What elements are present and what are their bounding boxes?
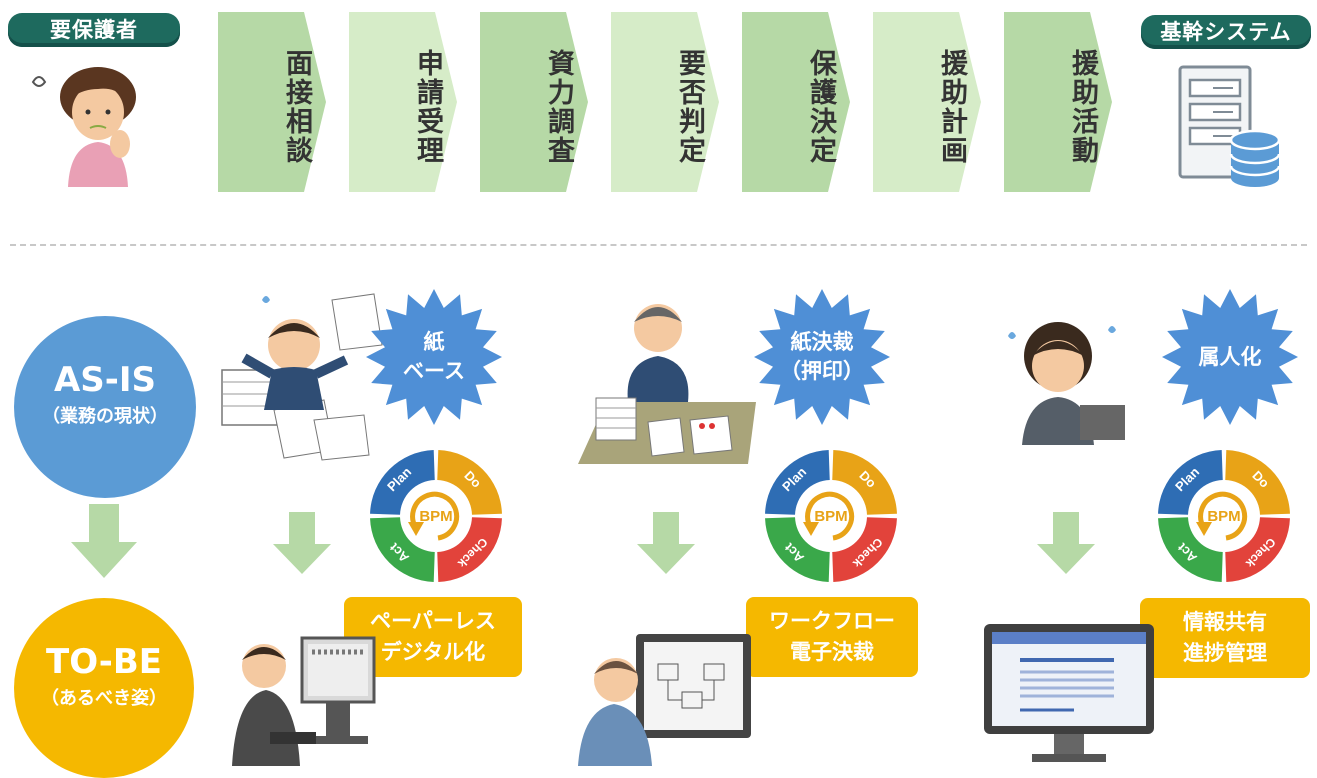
solution-box: 情報共有進捗管理: [1140, 598, 1310, 678]
to-be-title: TO-BE: [46, 642, 162, 682]
paper-chaos-worker-illustration: [221, 293, 383, 461]
stamping-officer-illustration: [578, 304, 756, 464]
to-be-subtitle: （あるべき姿）: [41, 688, 167, 709]
bpm-center-label: BPM: [814, 508, 847, 525]
bpm-segment: [1225, 517, 1290, 582]
bpm-segment: [832, 450, 897, 515]
bpm-segment: [437, 517, 502, 582]
bpm-segment: [832, 517, 897, 582]
problem-burst-icon: [754, 289, 890, 425]
bpm-center-label: BPM: [419, 508, 452, 525]
process-step-label: 保護決定: [805, 49, 836, 165]
process-step-chevron: [742, 12, 850, 192]
worried-person-illustration: [31, 67, 136, 187]
problem-label: 紙: [423, 330, 445, 354]
problem-label: 紙決裁: [790, 330, 854, 354]
server-database-icon: [1178, 65, 1281, 187]
down-arrow-icon: [637, 512, 695, 574]
problem-label: ベース: [403, 359, 465, 383]
solution-label: ペーパーレス: [370, 609, 496, 633]
down-arrow-icon: [273, 512, 331, 574]
cycle-arrow-head: [803, 522, 819, 536]
bpm-segment: [1225, 450, 1290, 515]
problem-label: 属人化: [1198, 344, 1262, 369]
process-step-chevron: [611, 12, 719, 192]
down-arrow-icon: [71, 504, 137, 578]
process-step-label: 面接相談: [281, 49, 312, 165]
cycle-arrow-head: [1196, 522, 1212, 536]
process-step-chevron: [873, 12, 981, 192]
process-step-label: 援助計画: [936, 49, 967, 165]
cycle-arrow-head: [408, 522, 424, 536]
process-step-chevron: [1004, 12, 1112, 192]
process-step-label: 援助活動: [1067, 49, 1098, 165]
solution-label: ワークフロー: [769, 609, 895, 633]
as-is-subtitle: （業務の現状）: [42, 406, 168, 427]
solution-label: 情報共有: [1183, 610, 1267, 634]
bpm-segment: [437, 450, 502, 515]
problem-burst-icon: [366, 289, 502, 425]
problem-burst-icon: [1162, 289, 1298, 425]
process-step-chevron: [480, 12, 588, 192]
bpm-segment: [765, 517, 830, 582]
process-step: 援助計画: [873, 12, 981, 192]
process-step: 要否判定: [611, 12, 719, 192]
process-step: 申請受理: [349, 12, 457, 192]
as-is-title: AS-IS: [53, 360, 157, 400]
cycle-arrow: [805, 491, 855, 541]
burst-shape: [1162, 289, 1298, 425]
process-step-label: 要否判定: [674, 49, 705, 165]
solution-label: デジタル化: [380, 640, 486, 664]
process-step-label: 資力調査: [543, 49, 574, 165]
down-arrow-icon: [1037, 512, 1095, 574]
process-step: 保護決定: [742, 12, 850, 192]
process-step-label: 申請受理: [412, 49, 443, 165]
section-divider: [10, 244, 1307, 246]
bpm-center-label: BPM: [1207, 508, 1240, 525]
stakeholder-label: 要保護者: [8, 13, 180, 47]
burst-shape: [754, 289, 890, 425]
bpm-segment: [765, 450, 830, 515]
info-sharing-monitor-illustration: [984, 624, 1154, 762]
bpm-segment: [1158, 517, 1223, 582]
solution-label: 進捗管理: [1183, 641, 1267, 665]
bpm-segment: [370, 450, 435, 515]
bpm-segment: [370, 517, 435, 582]
problem-label: （押印）: [780, 359, 864, 383]
process-step-chevron: [218, 12, 326, 192]
core-system-label: 基幹システム: [1141, 15, 1311, 49]
process-step: 面接相談: [218, 12, 326, 192]
burst-shape: [366, 289, 502, 425]
cycle-arrow: [1198, 491, 1248, 541]
worried-staff-illustration: [1008, 322, 1125, 445]
workflow-operator-illustration: [578, 634, 751, 766]
cycle-arrow: [410, 491, 460, 541]
process-step-chevron: [349, 12, 457, 192]
solution-label: 電子決裁: [790, 640, 874, 664]
bpm-segment: [1158, 450, 1223, 515]
pc-worker-illustration: [232, 636, 376, 766]
solution-box: ワークフロー電子決裁: [746, 597, 918, 677]
to-be-circle: TO-BE （あるべき姿）: [14, 598, 194, 778]
process-step: 援助活動: [1004, 12, 1112, 192]
as-is-circle: AS-IS （業務の現状）: [14, 316, 196, 498]
process-step: 資力調査: [480, 12, 588, 192]
